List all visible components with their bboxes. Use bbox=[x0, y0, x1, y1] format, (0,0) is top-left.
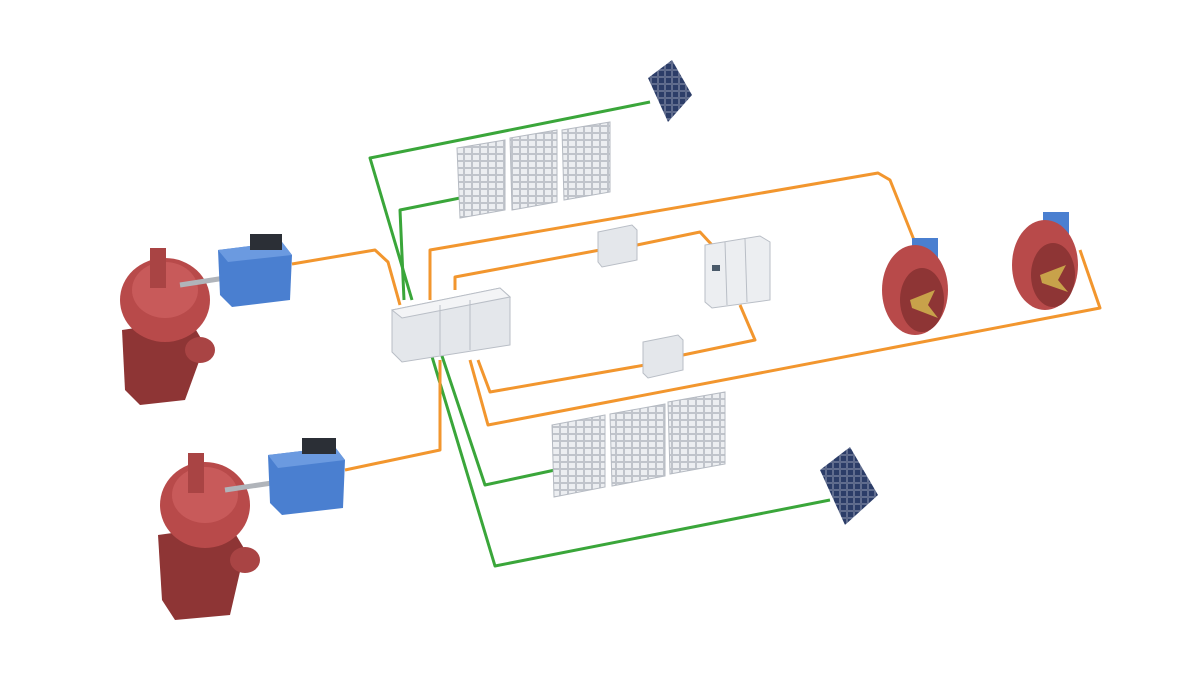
orange-line-converter-bottom bbox=[476, 359, 646, 394]
orange-line-gearbox-2 bbox=[344, 360, 442, 472]
converter-box-icon bbox=[642, 334, 684, 379]
battery-rack-icon bbox=[456, 139, 506, 219]
converter-box-top bbox=[597, 224, 638, 268]
propeller-icon bbox=[910, 290, 938, 318]
battery-rack-icon bbox=[561, 121, 611, 201]
shaft-1 bbox=[179, 275, 226, 288]
shaft-2 bbox=[224, 480, 273, 493]
control-cabinet-icon bbox=[704, 235, 771, 309]
engine-icon bbox=[158, 525, 245, 620]
orange-line-thruster-2 bbox=[468, 249, 1102, 427]
gearbox-1 bbox=[218, 234, 292, 307]
battery-rack-icon bbox=[551, 414, 606, 498]
renewable-lines bbox=[368, 100, 831, 568]
thruster-2 bbox=[1012, 212, 1078, 310]
power-lines bbox=[291, 171, 1102, 472]
engine-1 bbox=[120, 248, 215, 405]
engine-2 bbox=[158, 453, 260, 620]
orange-line-thruster-1 bbox=[428, 171, 920, 300]
thruster-1 bbox=[882, 238, 948, 335]
orange-line-gearbox-1 bbox=[291, 248, 402, 306]
battery-rack-icon bbox=[509, 129, 558, 211]
solar-panel-icon bbox=[820, 447, 878, 525]
solar-panel-icon bbox=[648, 60, 692, 122]
orange-line-converter-cabinet bbox=[636, 230, 714, 247]
battery-racks-top bbox=[456, 121, 611, 219]
main-switchboard bbox=[390, 287, 512, 363]
green-line-bottom-battery bbox=[438, 349, 556, 487]
orange-line-cabinet-converter bbox=[682, 304, 757, 357]
green-line-bottom-solar bbox=[428, 349, 831, 568]
battery-rack-icon bbox=[667, 391, 726, 475]
battery-rack-icon bbox=[609, 403, 666, 487]
control-cabinet bbox=[704, 235, 771, 309]
converter-box-bottom bbox=[642, 334, 684, 379]
orange-line-converter-top bbox=[453, 248, 601, 290]
gearbox-2 bbox=[268, 438, 345, 515]
green-line-top-solar bbox=[368, 100, 651, 301]
converter-box-icon bbox=[597, 224, 638, 268]
green-line-top-battery bbox=[398, 196, 461, 301]
engine-icon bbox=[122, 320, 205, 405]
propeller-icon bbox=[1040, 265, 1068, 292]
battery-racks-bottom bbox=[551, 391, 726, 498]
